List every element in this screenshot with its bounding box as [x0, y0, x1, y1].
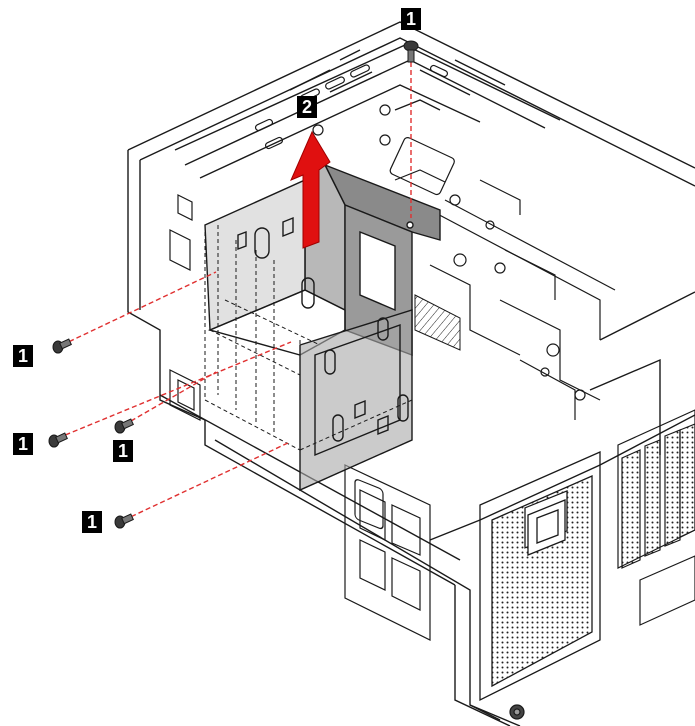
step-1-badge-center: 1: [113, 440, 133, 462]
lower-bay: [169, 194, 431, 641]
screw-left-4: [114, 513, 134, 529]
screw-left-1: [52, 338, 72, 354]
screw-left-2: [48, 432, 68, 448]
step-1-badge-left-upper: 1: [13, 345, 33, 367]
screw-top: [403, 40, 419, 63]
screw-left-3: [114, 418, 134, 434]
bracket-ghost-outline: [204, 225, 413, 491]
power-supply-panel: [479, 451, 601, 702]
step-1-badge-top: 1: [401, 8, 421, 30]
foot-screw: [509, 704, 525, 720]
expansion-slot-covers: [617, 409, 695, 626]
lift-arrow-icon: [290, 130, 331, 249]
screw-path-lines: [57, 62, 412, 521]
drive-bracket: [204, 163, 441, 492]
rail-slots: [254, 64, 449, 150]
step-1-badge-left-middle: 1: [13, 433, 33, 455]
motherboard-tray: [389, 137, 616, 420]
step-1-badge-left-lower: 1: [82, 511, 102, 533]
step-2-badge: 2: [297, 96, 317, 118]
